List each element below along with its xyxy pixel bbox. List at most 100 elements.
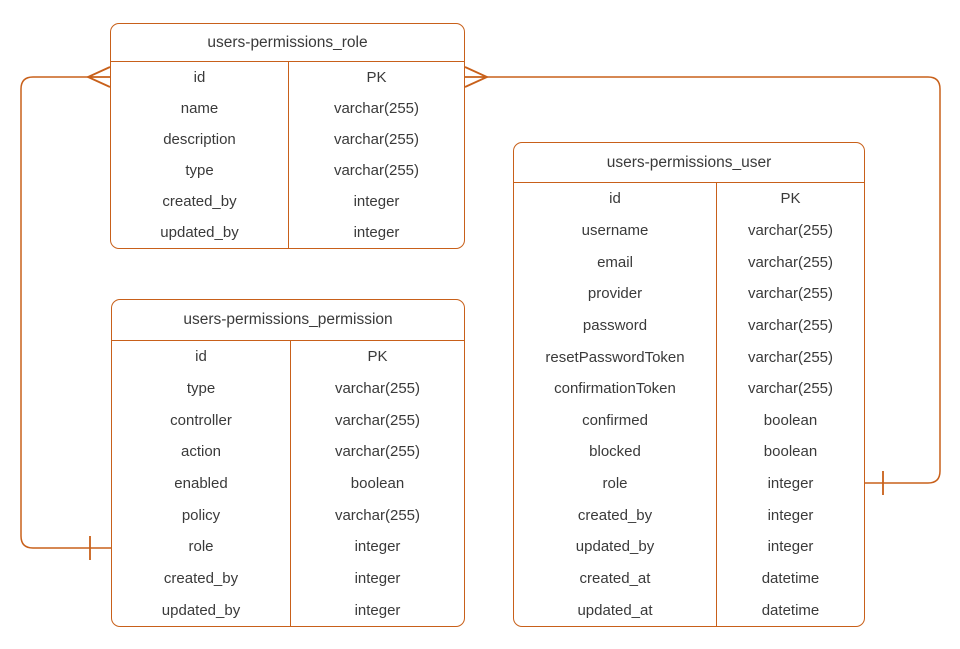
field-name: role (112, 531, 291, 563)
field-type: integer (353, 193, 400, 210)
field-name: email (514, 246, 717, 278)
crows-foot-many-marker (85, 66, 111, 88)
field-name: password (514, 309, 717, 342)
field-type: varchar(255) (334, 506, 421, 524)
field-name: updated_by (111, 217, 289, 248)
field-name: created_by (514, 499, 717, 532)
field-type: varchar(255) (747, 380, 834, 398)
field-type: varchar(255) (334, 443, 421, 461)
field-name: enabled (112, 467, 291, 500)
field-type: varchar(255) (333, 131, 420, 148)
field-type: PK (367, 348, 388, 366)
entity-table-users-permissions-role: users-permissions_role id PK name varcha… (110, 23, 465, 249)
field-type: varchar(255) (334, 411, 421, 429)
field-type: PK (366, 69, 387, 86)
table-row: description varchar(255) (111, 124, 464, 155)
field-type: datetime (761, 570, 820, 587)
table-row: provider varchar(255) (514, 277, 864, 310)
field-name: policy (112, 499, 291, 532)
field-name: created_by (111, 186, 289, 217)
field-name: name (111, 93, 289, 124)
table-row: updated_by integer (514, 531, 864, 563)
table-row: controller varchar(255) (112, 404, 464, 437)
field-type: varchar(255) (333, 162, 420, 179)
field-name: provider (514, 277, 717, 310)
field-name: created_by (112, 562, 291, 595)
table-row: action varchar(255) (112, 436, 464, 468)
field-type: boolean (350, 475, 405, 493)
table-row: created_at datetime (514, 562, 864, 595)
table-row: confirmed boolean (514, 404, 864, 437)
entity-table-users-permissions-user: users-permissions_user id PK username va… (513, 142, 865, 627)
field-name: updated_by (514, 531, 717, 563)
field-type: integer (353, 224, 400, 241)
field-type: integer (354, 570, 401, 588)
table-row: resetPasswordToken varchar(255) (514, 341, 864, 373)
field-type: boolean (763, 411, 818, 429)
field-name: description (111, 124, 289, 155)
field-type: datetime (761, 601, 820, 619)
field-type: boolean (763, 443, 818, 461)
table-row: created_by integer (111, 186, 464, 217)
table-row: password varchar(255) (514, 309, 864, 342)
table-row: created_by integer (112, 562, 464, 595)
table-row: role integer (112, 531, 464, 563)
field-type: integer (354, 538, 401, 556)
table-row: name varchar(255) (111, 93, 464, 124)
field-type: varchar(255) (747, 221, 834, 239)
field-type: integer (767, 506, 814, 524)
field-name: id (514, 183, 717, 215)
table-row: id PK (111, 62, 464, 93)
field-name: confirmed (514, 404, 717, 437)
table-row: policy varchar(255) (112, 499, 464, 532)
table-row: updated_by integer (111, 217, 464, 248)
field-name: confirmationToken (514, 372, 717, 405)
table-row: enabled boolean (112, 467, 464, 500)
field-name: updated_by (112, 594, 291, 627)
table-row: username varchar(255) (514, 214, 864, 247)
table-row: type varchar(255) (112, 372, 464, 405)
field-name: controller (112, 404, 291, 437)
field-type: varchar(255) (333, 100, 420, 117)
table-row: id PK (112, 341, 464, 373)
table-body: id PK username varchar(255) email varcha… (514, 183, 864, 626)
table-title: users-permissions_role (111, 24, 464, 62)
table-title: users-permissions_permission (112, 300, 464, 341)
table-row: updated_by integer (112, 594, 464, 627)
field-name: type (111, 155, 289, 186)
field-type: varchar(255) (747, 316, 834, 334)
field-type: varchar(255) (747, 348, 834, 366)
table-row: role integer (514, 467, 864, 500)
field-name: id (112, 341, 291, 373)
field-type: varchar(255) (747, 253, 834, 271)
field-name: id (111, 62, 289, 93)
table-body: id PK name varchar(255) description varc… (111, 62, 464, 248)
table-row: updated_at datetime (514, 594, 864, 626)
entity-table-users-permissions-permission: users-permissions_permission id PK type … (111, 299, 465, 627)
table-row: blocked boolean (514, 436, 864, 468)
relationship-line (20, 76, 111, 549)
field-name: action (112, 436, 291, 468)
table-body: id PK type varchar(255) controller varch… (112, 341, 464, 627)
field-type: varchar(255) (334, 380, 421, 397)
field-type: integer (767, 475, 814, 493)
table-row: confirmationToken varchar(255) (514, 372, 864, 405)
table-row: id PK (514, 183, 864, 215)
field-name: username (514, 214, 717, 247)
field-type: varchar(255) (747, 285, 834, 303)
field-name: role (514, 467, 717, 500)
field-name: resetPasswordToken (514, 341, 717, 373)
field-name: type (112, 372, 291, 405)
field-type: integer (767, 538, 814, 556)
field-name: created_at (514, 562, 717, 595)
table-row: type varchar(255) (111, 155, 464, 186)
field-type: integer (354, 601, 401, 619)
relationship-role-permission (20, 66, 111, 560)
field-name: updated_at (514, 594, 717, 626)
table-row: created_by integer (514, 499, 864, 532)
table-title: users-permissions_user (514, 143, 864, 183)
field-type: PK (780, 190, 801, 208)
table-row: email varchar(255) (514, 246, 864, 278)
crows-foot-many-marker (464, 66, 490, 88)
